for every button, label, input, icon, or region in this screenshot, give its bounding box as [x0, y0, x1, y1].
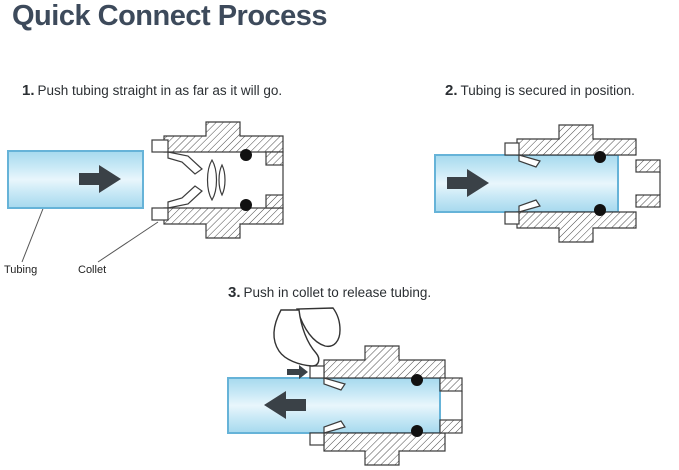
step2-text: Tubing is secured in position. — [460, 83, 635, 98]
flow-arrow-right-icon — [447, 169, 489, 197]
o-ring — [411, 425, 423, 437]
o-ring — [594, 204, 606, 216]
collet — [309, 365, 346, 446]
flow-arrow-right-icon — [79, 165, 121, 193]
collet-jaws — [206, 158, 218, 202]
collet-label: Collet — [78, 264, 107, 276]
step2-label: 2.Tubing is secured in position. — [445, 82, 635, 100]
finger-illustration — [273, 307, 341, 367]
step1-number: 1. — [22, 82, 35, 99]
step3-number: 3. — [228, 284, 241, 301]
step2-diagram — [434, 124, 661, 243]
o-ring — [240, 149, 252, 161]
o-ring — [594, 151, 606, 163]
o-ring — [411, 374, 423, 386]
collet-leader-line — [97, 221, 159, 263]
page-title: Quick Connect Process — [12, 0, 328, 32]
step3-diagram — [227, 307, 463, 466]
collet — [151, 139, 226, 221]
step3-text: Push in collet to release tubing. — [243, 285, 432, 300]
o-ring — [240, 199, 252, 211]
fitting-body — [323, 345, 463, 466]
step1-text: Push tubing straight in as far as it wil… — [37, 83, 283, 98]
step1-diagram — [7, 121, 284, 263]
step1-label: 1.Push tubing straight in as far as it w… — [22, 82, 282, 100]
flow-arrow-left-icon — [264, 391, 306, 419]
tubing-label: Tubing — [4, 264, 38, 276]
tubing-rect — [7, 150, 144, 209]
push-arrow-icon — [287, 365, 308, 379]
fitting-body — [163, 121, 284, 239]
step2-number: 2. — [445, 82, 458, 99]
collet — [504, 142, 541, 225]
fitting-body — [516, 124, 661, 243]
step3-label: 3.Push in collet to release tubing. — [228, 284, 431, 302]
